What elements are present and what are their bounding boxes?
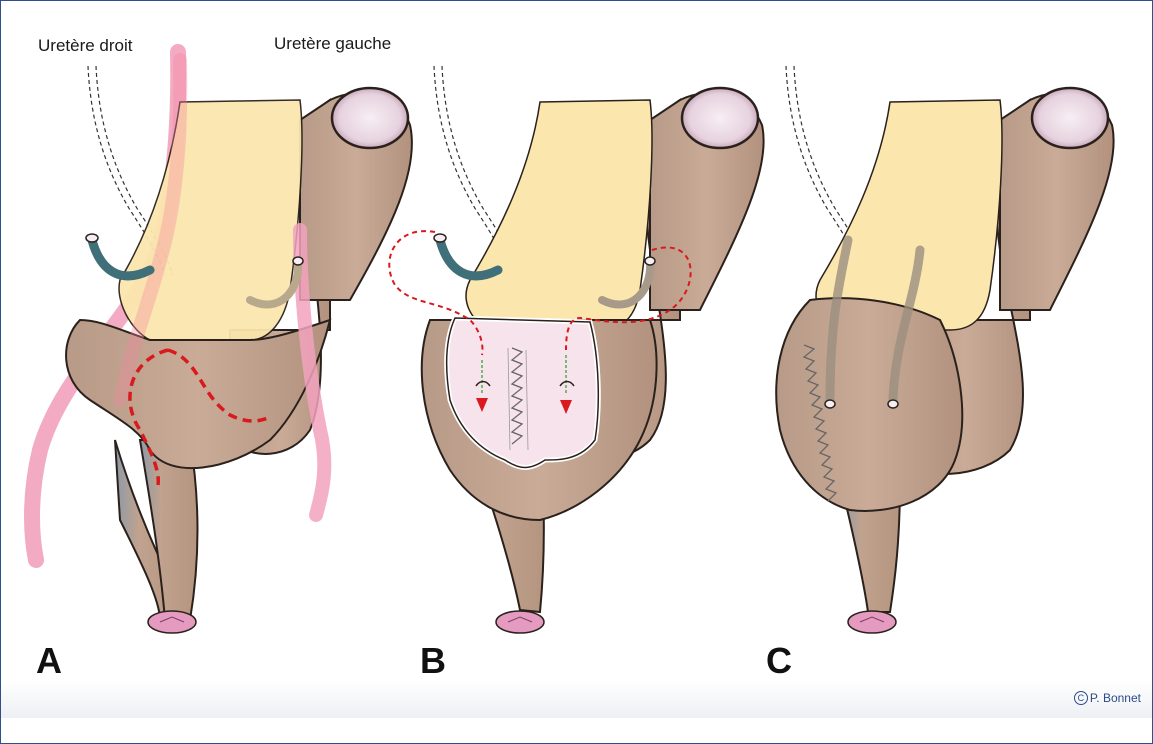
copyright-icon: C: [1074, 691, 1088, 705]
copyright-credit: C P. Bonnet: [1074, 691, 1141, 705]
panel-c-drawing: [776, 66, 1113, 633]
closed-pouch: [776, 298, 962, 511]
bowel-lumen-b: [682, 88, 758, 148]
bowel-lumen-a: [332, 88, 408, 148]
meatus-b: [496, 611, 544, 633]
meatus-c: [848, 611, 896, 633]
credit-author: P. Bonnet: [1090, 691, 1141, 705]
panel-a-drawing: [32, 52, 412, 633]
panel-b-drawing: [389, 66, 763, 633]
panel-letter-a: A: [36, 640, 62, 682]
bowel-lumen-c: [1032, 88, 1108, 148]
panel-letter-c: C: [766, 640, 792, 682]
right-ureter-label: Uretère droit: [38, 36, 132, 56]
meatus-a: [148, 611, 196, 633]
left-ureter-label: Uretère gauche: [274, 34, 391, 54]
panel-letter-b: B: [420, 640, 446, 682]
bladder-b: [466, 100, 652, 330]
